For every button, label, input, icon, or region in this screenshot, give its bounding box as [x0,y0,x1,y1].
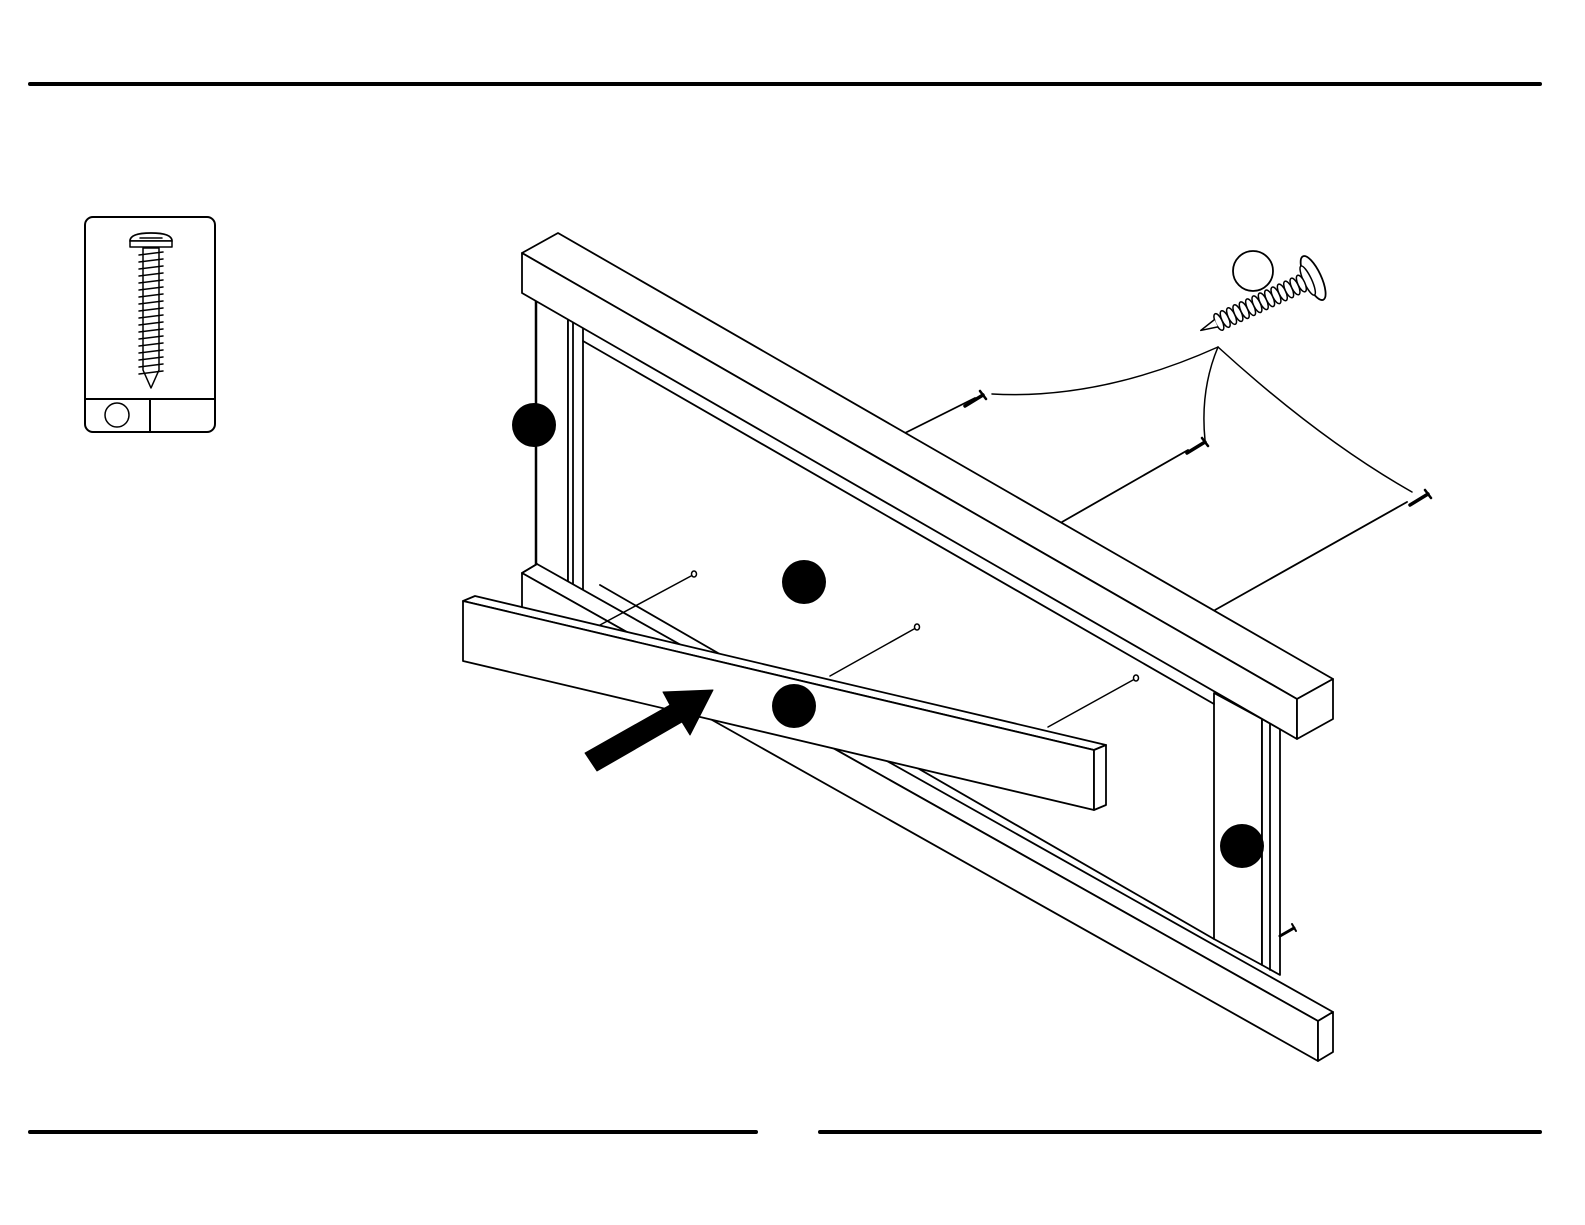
screw-icon [1191,253,1331,352]
hardware-part-circle [105,403,129,427]
screw-icon [965,391,986,406]
marker-crossbar [772,684,816,728]
marker-panel [782,560,826,604]
rear-screws [965,391,1431,505]
marker-left-leg [512,403,556,447]
screw-icon [130,233,172,388]
hardware-box [85,217,215,432]
callout-leaders [992,347,1412,492]
callout-part-circle [1233,251,1273,291]
left-leg [536,300,583,598]
screw-icon [1280,924,1296,936]
callout [1191,251,1331,352]
marker-right-leg [1220,824,1264,868]
screw-icon [1410,490,1431,505]
